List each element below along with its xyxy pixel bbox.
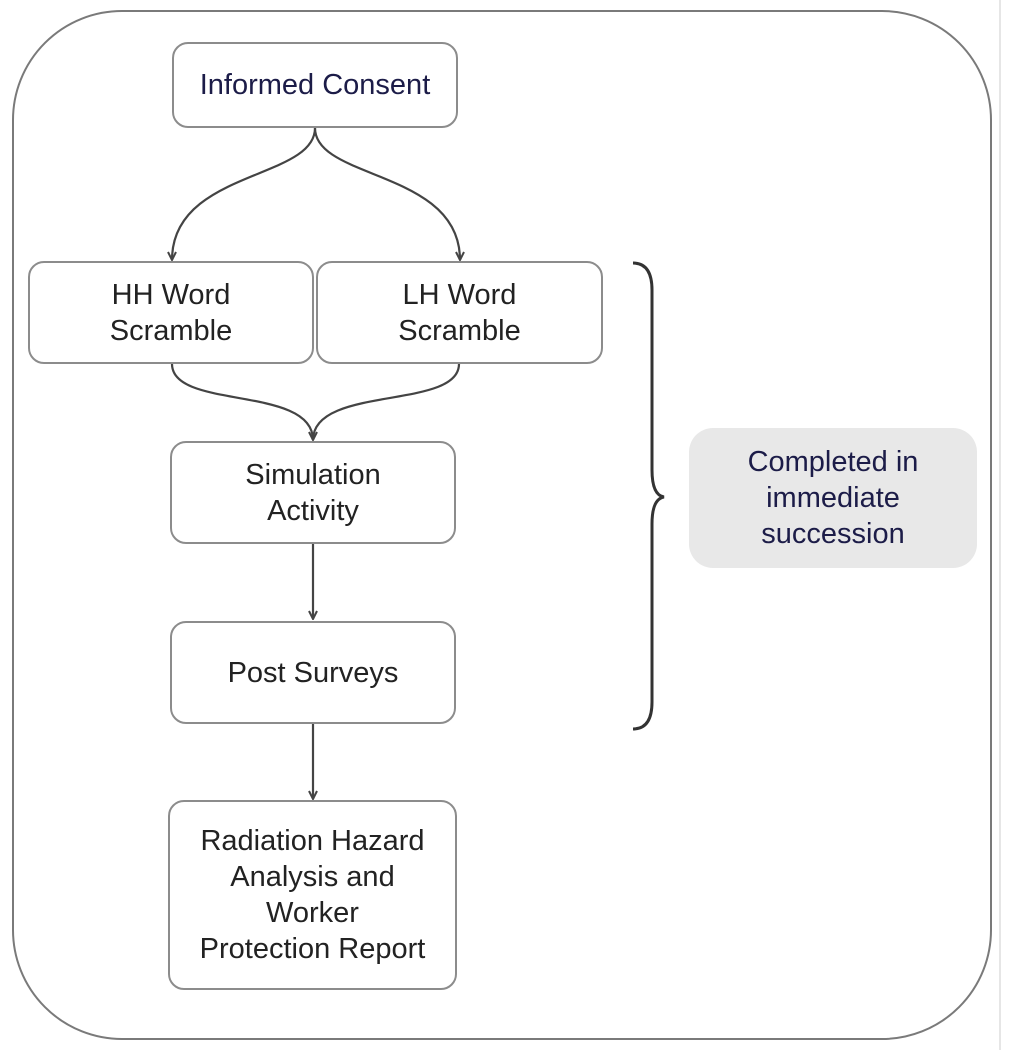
radiation-report-box: Radiation Hazard Analysis and Worker Pro… [168, 800, 457, 990]
post-surveys-label: Post Surveys [227, 656, 399, 689]
page-edge-divider [999, 0, 1001, 1050]
hh-word-scramble-box: HH Word Scramble [28, 261, 314, 364]
succession-note-label: Completed in immediate succession [747, 446, 919, 550]
simulation-activity-label: Simulation Activity [245, 458, 381, 527]
informed-consent-box: Informed Consent [172, 42, 458, 128]
hh-word-scramble-label: HH Word Scramble [109, 278, 233, 347]
lh-word-scramble-box: LH Word Scramble [316, 261, 603, 364]
post-surveys-box: Post Surveys [170, 621, 456, 724]
radiation-report-label: Radiation Hazard Analysis and Worker Pro… [199, 825, 426, 965]
succession-note: Completed in immediate succession [689, 428, 977, 568]
lh-word-scramble-label: LH Word Scramble [398, 278, 521, 347]
simulation-activity-box: Simulation Activity [170, 441, 456, 544]
informed-consent-label: Informed Consent [199, 69, 431, 101]
